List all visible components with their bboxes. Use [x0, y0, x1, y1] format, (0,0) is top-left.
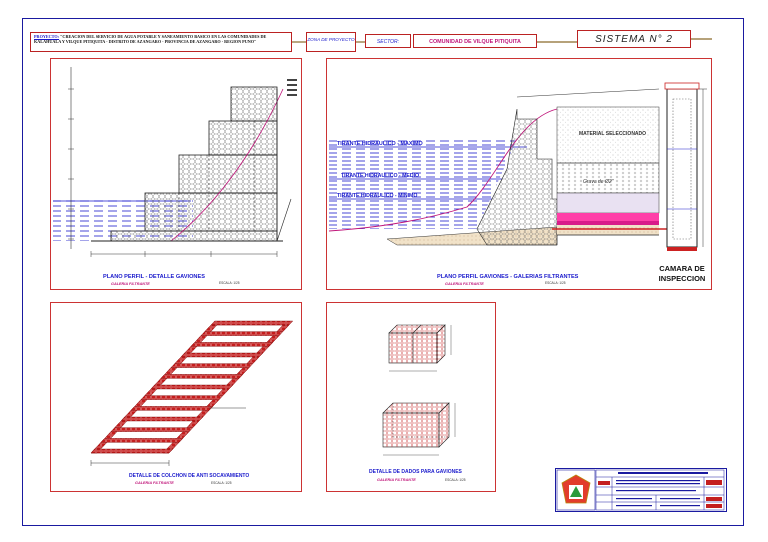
dados-subtitle: GALERIA FILTRANTE [377, 478, 416, 482]
title-block-drawing [556, 469, 725, 511]
colchon-scale: ESCALA: 1/25 [211, 481, 232, 485]
perfil-galerias-scale: ESCALA: 1/25 [545, 281, 566, 285]
dados-scale: ESCALA: 1/25 [445, 478, 466, 482]
mattress-crossbar [170, 363, 254, 368]
sistema-box: SISTEMA N° 2 [577, 30, 691, 48]
label-med: TIRANTE HIDRAULICO - MEDIO [341, 173, 419, 179]
perfil-gaviones-subtitle: GALERIA FILTRANTE [111, 282, 150, 286]
project-box: PROYECTO: "CREACION DEL SERVICIO DE AGUA… [30, 32, 292, 52]
project-label: PROYECTO: [34, 34, 60, 39]
dados-drawing [382, 324, 456, 456]
perfil-galerias-drawing: TIRANTE HIDRAULICO - MAXIMO TIRANTE HIDR… [328, 82, 707, 283]
mattress-crossbar [120, 416, 204, 422]
label-min: TIRANTE HIDRAULICO - MINIMO [337, 193, 417, 199]
mattress-crossbar [210, 320, 294, 326]
zona-box: ZONA DE PROYECTO [306, 32, 356, 52]
perfil-gaviones-title: PLANO PERFIL - DETALLE GAVIONES [103, 274, 205, 280]
mattress-crossbar [190, 342, 274, 347]
perfil-galerias-title: PLANO PERFIL GAVIONES - GALERIAS FILTRAN… [437, 274, 579, 280]
panel-colchon: DETALLE DE COLCHON DE ANTI SOCAVAMIENTO … [50, 302, 302, 492]
mattress-crossbar [200, 331, 284, 336]
sector-box: SECTOR: [365, 34, 411, 48]
colchon-subtitle: GALERIA FILTRANTE [135, 481, 174, 485]
mattress-crossbar [110, 427, 194, 432]
sheet-frame [22, 18, 744, 526]
label-max: TIRANTE HIDRAULICO - MAXIMO [337, 141, 423, 147]
perfil-gaviones-scale: ESCALA: 1/25 [219, 281, 240, 285]
mattress-crossbar [130, 406, 214, 411]
mattress-crossbar [140, 395, 224, 400]
header-connectors [292, 38, 712, 43]
mattress-crossbar [160, 374, 244, 379]
comunidad-box: COMUNIDAD DE VILQUE PITIQUITA [413, 34, 537, 48]
camara-line1: CAMARA DE [659, 264, 705, 273]
sistema-number: SISTEMA N° 2 [595, 34, 673, 45]
mattress-crossbar [150, 384, 234, 390]
zona-label: ZONA DE PROYECTO [307, 37, 355, 42]
panel-perfil-gaviones: PLANO PERFIL - DETALLE GAVIONES GALERIA … [50, 58, 302, 290]
mattress-crossbar [100, 438, 184, 443]
panel-dados: DETALLE DE DADOS PARA GAVIONES GALERIA F… [326, 302, 496, 492]
perfil-gaviones-drawing [53, 67, 297, 257]
sector-label: SECTOR: [376, 39, 400, 45]
project-text: "CREACION DEL SERVICIO DE AGUA POTABLE Y… [34, 34, 267, 44]
label-grava: Grava de Ø2" [583, 179, 614, 185]
camara-line2: INSPECCION [659, 274, 706, 283]
title-block [555, 468, 727, 512]
comunidad-name: COMUNIDAD DE VILQUE PITIQUITA [429, 39, 521, 45]
label-material: MATERIAL SELECCIONADO [579, 131, 646, 137]
mattress-crossbar [90, 448, 174, 454]
dados-title: DETALLE DE DADOS PARA GAVIONES [369, 469, 462, 475]
perfil-galerias-subtitle: GALERIA FILTRANTE [445, 282, 484, 286]
colchon-title: DETALLE DE COLCHON DE ANTI SOCAVAMIENTO [129, 473, 250, 479]
colchon-drawing [90, 320, 294, 466]
panel-perfil-galerias: TIRANTE HIDRAULICO - MAXIMO TIRANTE HIDR… [326, 58, 712, 290]
mattress-crossbar [180, 352, 264, 358]
